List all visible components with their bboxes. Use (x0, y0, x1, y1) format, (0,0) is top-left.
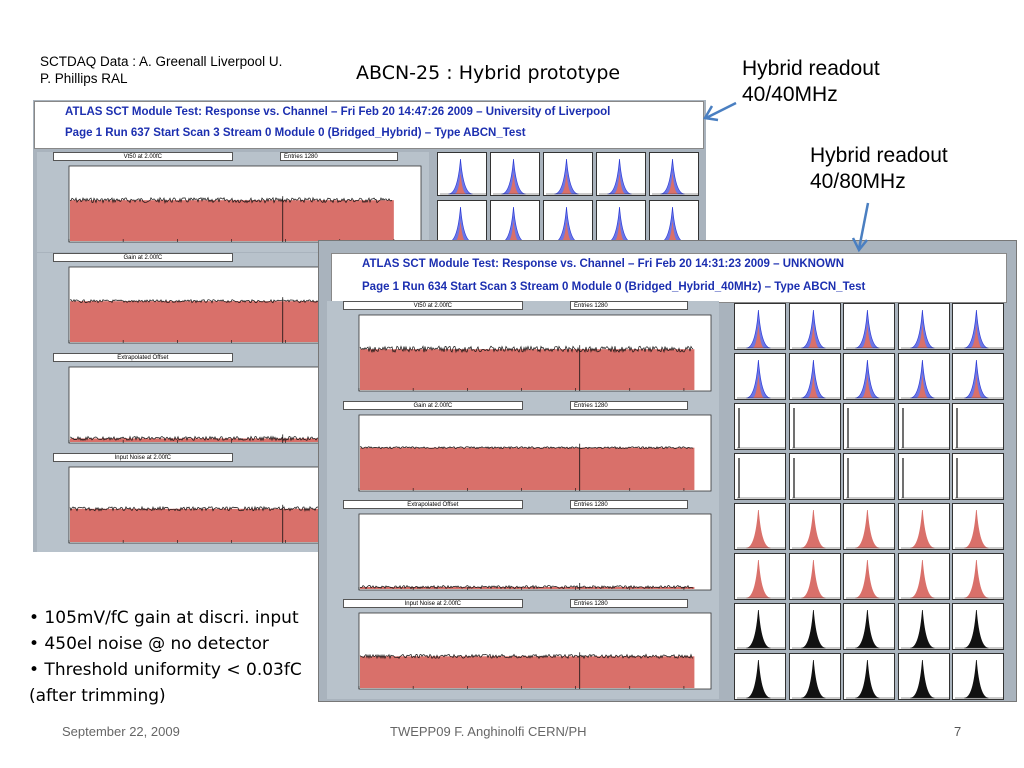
channel-histogram-thumbnail (897, 653, 950, 700)
footer-conference: TWEPP09 F. Anghinolfi CERN/PH (390, 724, 587, 739)
channel-histogram-thumbnail (490, 152, 540, 196)
histogram-plot (68, 165, 422, 243)
histogram-title: Input Noise at 2.00fC (52, 453, 233, 462)
channel-histogram-thumbnail (734, 353, 786, 400)
channel-histogram-thumbnail (897, 603, 950, 650)
bullet-threshold: • Threshold uniformity < 0.03fC (29, 660, 302, 680)
channel-histogram-thumbnail (490, 200, 540, 244)
channel-histogram-thumbnail (734, 603, 786, 650)
credit-line-2: P. Phillips RAL (40, 71, 128, 86)
channel-histogram-thumbnail (843, 553, 895, 600)
channel-histogram-thumbnail (788, 603, 841, 650)
channel-histogram-thumbnail (437, 152, 487, 196)
histogram-title: Input Noise at 2.00fC (342, 599, 523, 608)
histogram-title: Vt50 at 2.00fC (52, 152, 233, 161)
channel-histogram-thumbnail (952, 403, 1004, 450)
channel-histogram-thumbnail (734, 303, 786, 350)
channel-histogram-thumbnail (734, 503, 786, 550)
screenshot-header: ATLAS SCT Module Test: Response vs. Chan… (331, 253, 1007, 303)
channel-histogram-thumbnail (897, 353, 950, 400)
screenshot-run-634: ATLAS SCT Module Test: Response vs. Chan… (318, 240, 1017, 702)
channel-histogram-thumbnail (788, 353, 841, 400)
channel-histogram-thumbnail (734, 453, 786, 500)
histogram-title: Vt50 at 2.00fC (342, 301, 523, 310)
channel-histogram-thumbnail (734, 653, 786, 700)
label-readout-40-80: Hybrid readout 40/80MHz (810, 143, 948, 195)
bullet-threshold-note: (after trimming) (29, 686, 166, 706)
histogram-plot (358, 513, 712, 591)
channel-histogram-thumbnail (897, 453, 950, 500)
arrow-icon (851, 202, 870, 253)
header-run-info: Page 1 Run 637 Start Scan 3 Stream 0 Mod… (65, 127, 526, 139)
channel-histogram-thumbnail (649, 152, 699, 196)
footer-date: September 22, 2009 (62, 724, 180, 739)
channel-histogram-thumbnail (843, 353, 895, 400)
channel-histogram-thumbnail (543, 152, 593, 196)
channel-histogram-thumbnail (596, 152, 646, 196)
histogram-title: Gain at 2.00fC (52, 253, 233, 262)
histogram-entries: Entries 1280 (570, 401, 688, 410)
credit-line-1: SCTDAQ Data : A. Greenall Liverpool U. (40, 54, 283, 69)
channel-histogram-thumbnail (952, 303, 1004, 350)
header-run-info: Page 1 Run 634 Start Scan 3 Stream 0 Mod… (362, 281, 866, 293)
histogram-title: Extrapolated Offset (52, 353, 233, 362)
channel-histogram-thumbnail (952, 353, 1004, 400)
slide-title: ABCN-25 : Hybrid prototype (356, 62, 621, 84)
histogram-title: Extrapolated Offset (342, 500, 523, 509)
channel-histogram-thumbnail (952, 553, 1004, 600)
channel-histogram-thumbnail (788, 553, 841, 600)
channel-histogram-thumbnail (897, 503, 950, 550)
histogram-panel: Vt50 at 2.00fC Entries 1280 (327, 301, 719, 401)
label-a-line-1: Hybrid readout (742, 57, 880, 80)
header-title: ATLAS SCT Module Test: Response vs. Chan… (65, 106, 611, 118)
channel-histogram-thumbnail (952, 653, 1004, 700)
histogram-entries: Entries 1280 (280, 152, 398, 161)
histogram-panel: Extrapolated Offset Entries 1280 (327, 500, 719, 600)
channel-histogram-thumbnail (788, 503, 841, 550)
label-a-line-2: 40/40MHz (742, 83, 838, 106)
channel-histogram-thumbnail (843, 603, 895, 650)
channel-histogram-thumbnail (843, 453, 895, 500)
channel-histogram-thumbnail (734, 403, 786, 450)
channel-histogram-thumbnail (843, 403, 895, 450)
histogram-plot (358, 414, 712, 492)
channel-histogram-thumbnail (788, 403, 841, 450)
label-b-line-1: Hybrid readout (810, 144, 948, 167)
arrow-icon (702, 101, 737, 122)
channel-histogram-thumbnail (843, 503, 895, 550)
histogram-title: Gain at 2.00fC (342, 401, 523, 410)
screenshot-header: ATLAS SCT Module Test: Response vs. Chan… (34, 101, 704, 149)
histogram-entries: Entries 1280 (570, 500, 688, 509)
result-bullets: • 105mV/fC gain at discri. input • 450el… (29, 605, 302, 709)
label-b-line-2: 40/80MHz (810, 170, 906, 193)
channel-histogram-thumbnail (788, 303, 841, 350)
channel-histogram-thumbnail (788, 653, 841, 700)
channel-histogram-thumbnail (952, 453, 1004, 500)
histogram-panel: Input Noise at 2.00fC Entries 1280 (327, 599, 719, 699)
channel-histogram-thumbnail (897, 403, 950, 450)
page-number: 7 (954, 724, 962, 739)
channel-histogram-thumbnail (952, 603, 1004, 650)
channel-histogram-thumbnail (843, 653, 895, 700)
channel-histogram-thumbnail (734, 553, 786, 600)
histogram-plot (358, 612, 712, 690)
histogram-entries: Entries 1280 (570, 301, 688, 310)
bullet-gain: • 105mV/fC gain at discri. input (29, 608, 299, 628)
channel-histogram-thumbnail (843, 303, 895, 350)
label-readout-40-40: Hybrid readout 40/40MHz (742, 56, 880, 108)
data-credit: SCTDAQ Data : A. Greenall Liverpool U. P… (40, 53, 282, 87)
channel-histogram-thumbnail (897, 553, 950, 600)
bullet-noise: • 450el noise @ no detector (29, 634, 269, 654)
channel-histogram-thumbnail (897, 303, 950, 350)
channel-histogram-thumbnail (596, 200, 646, 244)
histogram-plot (358, 314, 712, 392)
histogram-panel: Vt50 at 2.00fC Entries 1280 (37, 152, 429, 252)
channel-histogram-thumbnail (788, 453, 841, 500)
histogram-entries: Entries 1280 (570, 599, 688, 608)
header-title: ATLAS SCT Module Test: Response vs. Chan… (362, 258, 845, 270)
histogram-panel: Gain at 2.00fC Entries 1280 (327, 401, 719, 501)
channel-histogram-thumbnail (952, 503, 1004, 550)
